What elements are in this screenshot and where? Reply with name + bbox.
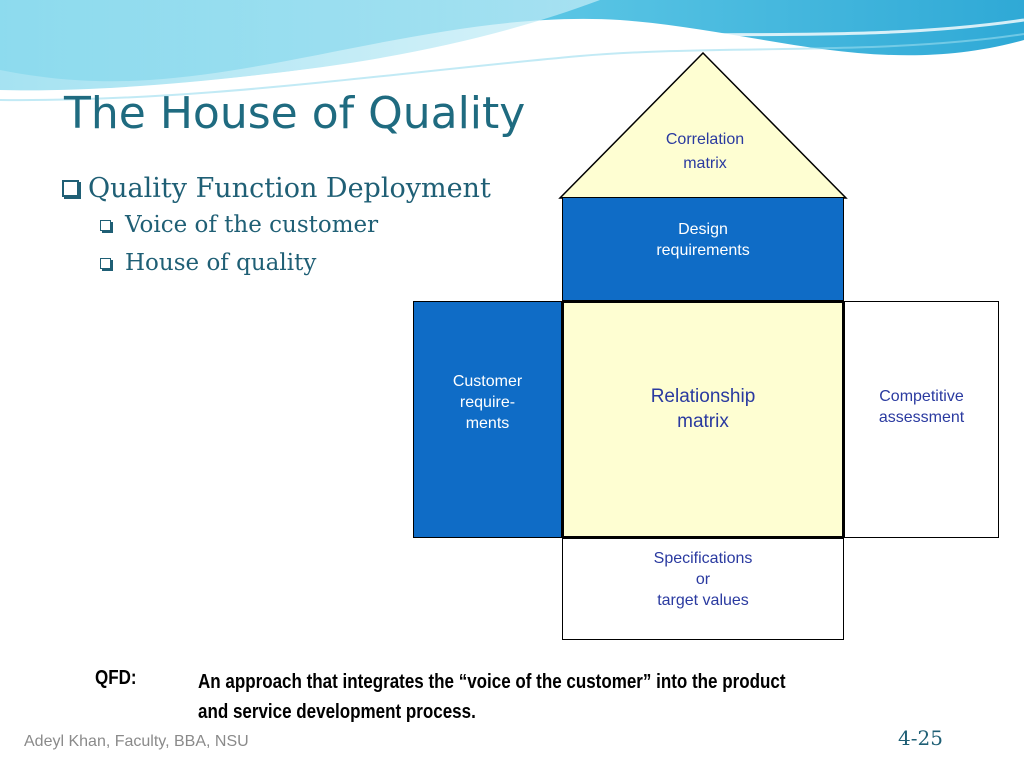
competitive-assessment-box: Competitive assessment [844,301,999,538]
qfd-definition: An approach that integrates the “voice o… [198,667,912,727]
relationship-label-line2: matrix [677,410,729,432]
bullet-house-of-quality: House of quality [100,244,491,282]
square-bullet-icon [62,179,79,197]
qfd-definition-line2: and service development process. [198,701,476,723]
design-requirements-box: Design requirements [562,197,844,301]
relationship-label-line1: Relationship [650,386,756,407]
correlation-label-line1: Correlation [665,131,745,148]
customer-label-line1: Customer [452,373,523,390]
bullet-house-text: House of quality [125,250,317,276]
relationship-matrix-box: Relationship matrix [562,301,844,538]
header-wave-decoration [0,0,1024,102]
bullet-list: Quality Function Deployment Voice of the… [62,170,491,282]
qfd-definition-line1: An approach that integrates the “voice o… [198,671,786,693]
specifications-box: Specifications or target values [562,538,844,640]
customer-label-line3: ments [465,414,510,432]
customer-label-line2: require- [459,393,516,411]
page-number: 4-25 [898,726,943,750]
correlation-matrix-roof [558,52,848,199]
square-bullet-icon [100,257,111,269]
competitive-label-line1: Competitive [879,388,964,405]
bullet-voice-of-customer: Voice of the customer [100,206,491,244]
bullet-qfd-text: Quality Function Deployment [88,172,491,204]
slide-title: The House of Quality [64,88,526,139]
footer-author: Adeyl Khan, Faculty, BBA, NSU [24,733,249,750]
correlation-label-line2: matrix [683,155,727,172]
bullet-voice-text: Voice of the customer [125,212,379,238]
correlation-matrix-label: Correlation matrix [620,128,790,176]
spec-label-line1: Specifications [653,550,753,567]
square-bullet-icon [100,219,111,231]
design-label-line1: Design [678,221,728,238]
qfd-term: QFD: [95,667,137,689]
competitive-label-line2: assessment [878,408,965,426]
design-label-line2: requirements [656,241,750,259]
customer-requirements-box: Customer require- ments [413,301,562,538]
spec-label-line2: or [695,570,711,588]
spec-label-line3: target values [657,591,749,609]
bullet-qfd: Quality Function Deployment [62,170,491,206]
